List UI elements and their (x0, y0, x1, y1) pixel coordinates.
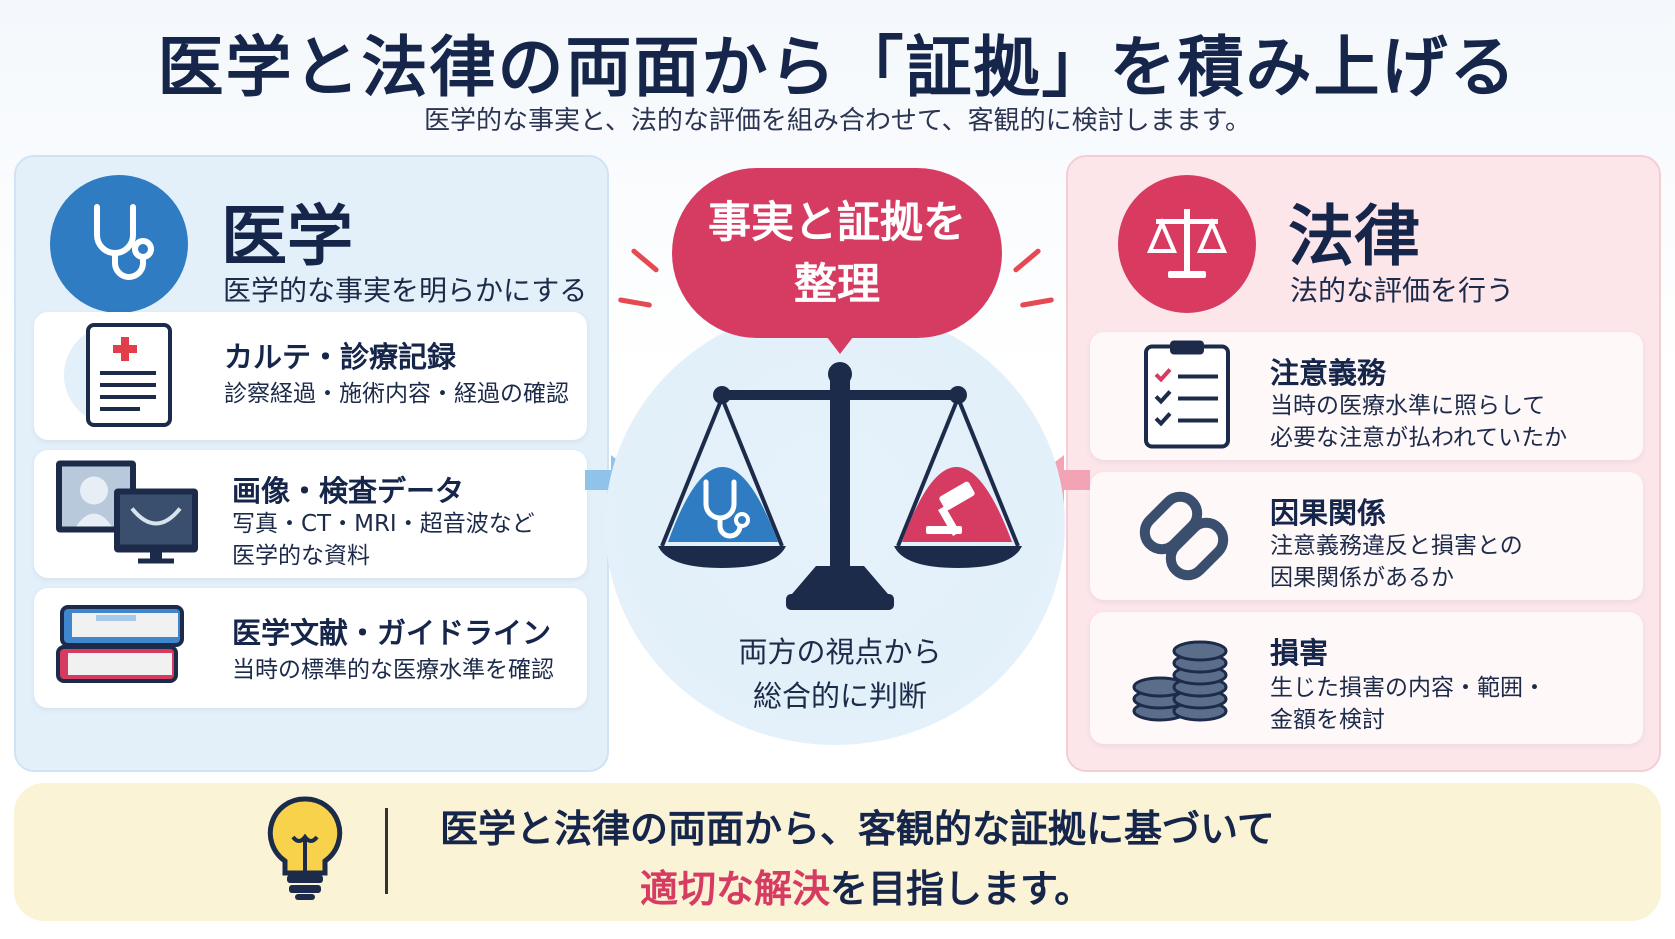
balance-scale-icon (658, 362, 1022, 610)
legal-card-duty: 注意義務 当時の医療水準に照らして 必要な注意が払われていたか (1090, 332, 1643, 460)
card-text: 当時の標準的な医療水準を確認 (232, 657, 554, 683)
bubble-text: 事実と証拠を 整理 (672, 192, 1002, 316)
card-title: 因果関係 (1270, 496, 1387, 530)
card-text: 診察経過・施術内容・経過の確認 (224, 381, 569, 407)
bubble-line: 整理 (794, 260, 880, 310)
summary-line-1: 医学と法律の両面から、客観的な証拠に基づいて (440, 807, 1275, 851)
emphasis-ray (1012, 247, 1042, 274)
books-icon (52, 591, 192, 705)
legal-title: 法律 (1288, 198, 1420, 275)
legal-card-damages: 損害 生じた損害の内容・範囲・ 金額を検討 (1090, 612, 1643, 744)
center-caption: 両方の視点から 総合的に判断 (680, 630, 1000, 718)
coins-icon (1108, 621, 1248, 735)
stethoscope-icon (50, 175, 188, 313)
legal-subtitle: 法的な評価を行う (1290, 274, 1515, 307)
card-title: 注意義務 (1270, 356, 1387, 390)
card-text-line: 写真・CT・MRI・超音波など (232, 511, 535, 537)
legal-card-causation: 因果関係 注意義務違反と損害との 因果関係があるか (1090, 472, 1643, 600)
card-text-line: 医学的な資料 (232, 543, 370, 569)
card-text-line: 生じた損害の内容・範囲・ (1270, 675, 1546, 701)
card-text-line: 注意義務違反と損害との (1270, 533, 1523, 559)
card-text-line: 当時の医療水準に照らして (1270, 393, 1546, 419)
clipboard-checklist-icon (1108, 337, 1248, 456)
emphasis-ray (630, 247, 660, 274)
card-title: カルテ・診療記録 (224, 340, 457, 374)
caption-line: 両方の視点から (738, 635, 942, 669)
legal-header: 法律 法的な評価を行う (1068, 157, 1659, 327)
page-title: 医学と法律の両面から「証拠」を積み上げる (157, 29, 1518, 106)
emphasis-ray (1019, 297, 1055, 308)
summary-highlight: 適切な解決 (640, 867, 831, 911)
card-text-line: 金額を検討 (1270, 707, 1385, 733)
banner-divider (385, 808, 388, 894)
summary-line-2-rest: を目指します。 (830, 867, 1093, 911)
scales-icon (1118, 175, 1256, 313)
emphasis-ray (617, 297, 653, 308)
medical-card-imaging: 画像・検査データ 写真・CT・MRI・超音波など 医学的な資料 (34, 450, 587, 578)
medical-chart-icon (52, 319, 192, 433)
imaging-monitor-icon (52, 455, 202, 574)
summary-line-2: 適切な解決を目指します。 (640, 858, 1092, 913)
speech-bubble-tail (820, 328, 860, 354)
medical-panel: 医学 医学的な事実を明らかにする カルテ・診療記録 診察経過・施術内容・経過の確… (14, 155, 609, 772)
medical-card-literature: 医学文献・ガイドライン 当時の標準的な医療水準を確認 (34, 588, 587, 708)
medical-subtitle: 医学的な事実を明らかにする (223, 274, 588, 307)
lightbulb-icon (267, 796, 343, 900)
legal-panel: 法律 法的な評価を行う 注意義務 当時の医療水準に照らして 必要な注意が払われて… (1066, 155, 1661, 772)
page-subtitle: 医学的な事実と、法的な評価を組み合わせて、客観的に検討しまます。 (423, 106, 1252, 136)
card-title: 損害 (1270, 636, 1329, 670)
card-text-line: 因果関係があるか (1270, 565, 1454, 591)
medical-title: 医学 (221, 198, 353, 275)
chain-link-icon (1108, 479, 1248, 593)
speech-bubble (672, 168, 1002, 338)
card-text-line: 必要な注意が払われていたか (1270, 425, 1568, 451)
caption-line: 総合的に判断 (752, 679, 927, 713)
bubble-line: 事実と証拠を (708, 198, 966, 248)
medical-header: 医学 医学的な事実を明らかにする (16, 157, 607, 327)
card-title: 画像・検査データ (232, 474, 465, 508)
medical-card-records: カルテ・診療記録 診察経過・施術内容・経過の確認 (34, 312, 587, 440)
card-title: 医学文献・ガイドライン (232, 616, 552, 650)
